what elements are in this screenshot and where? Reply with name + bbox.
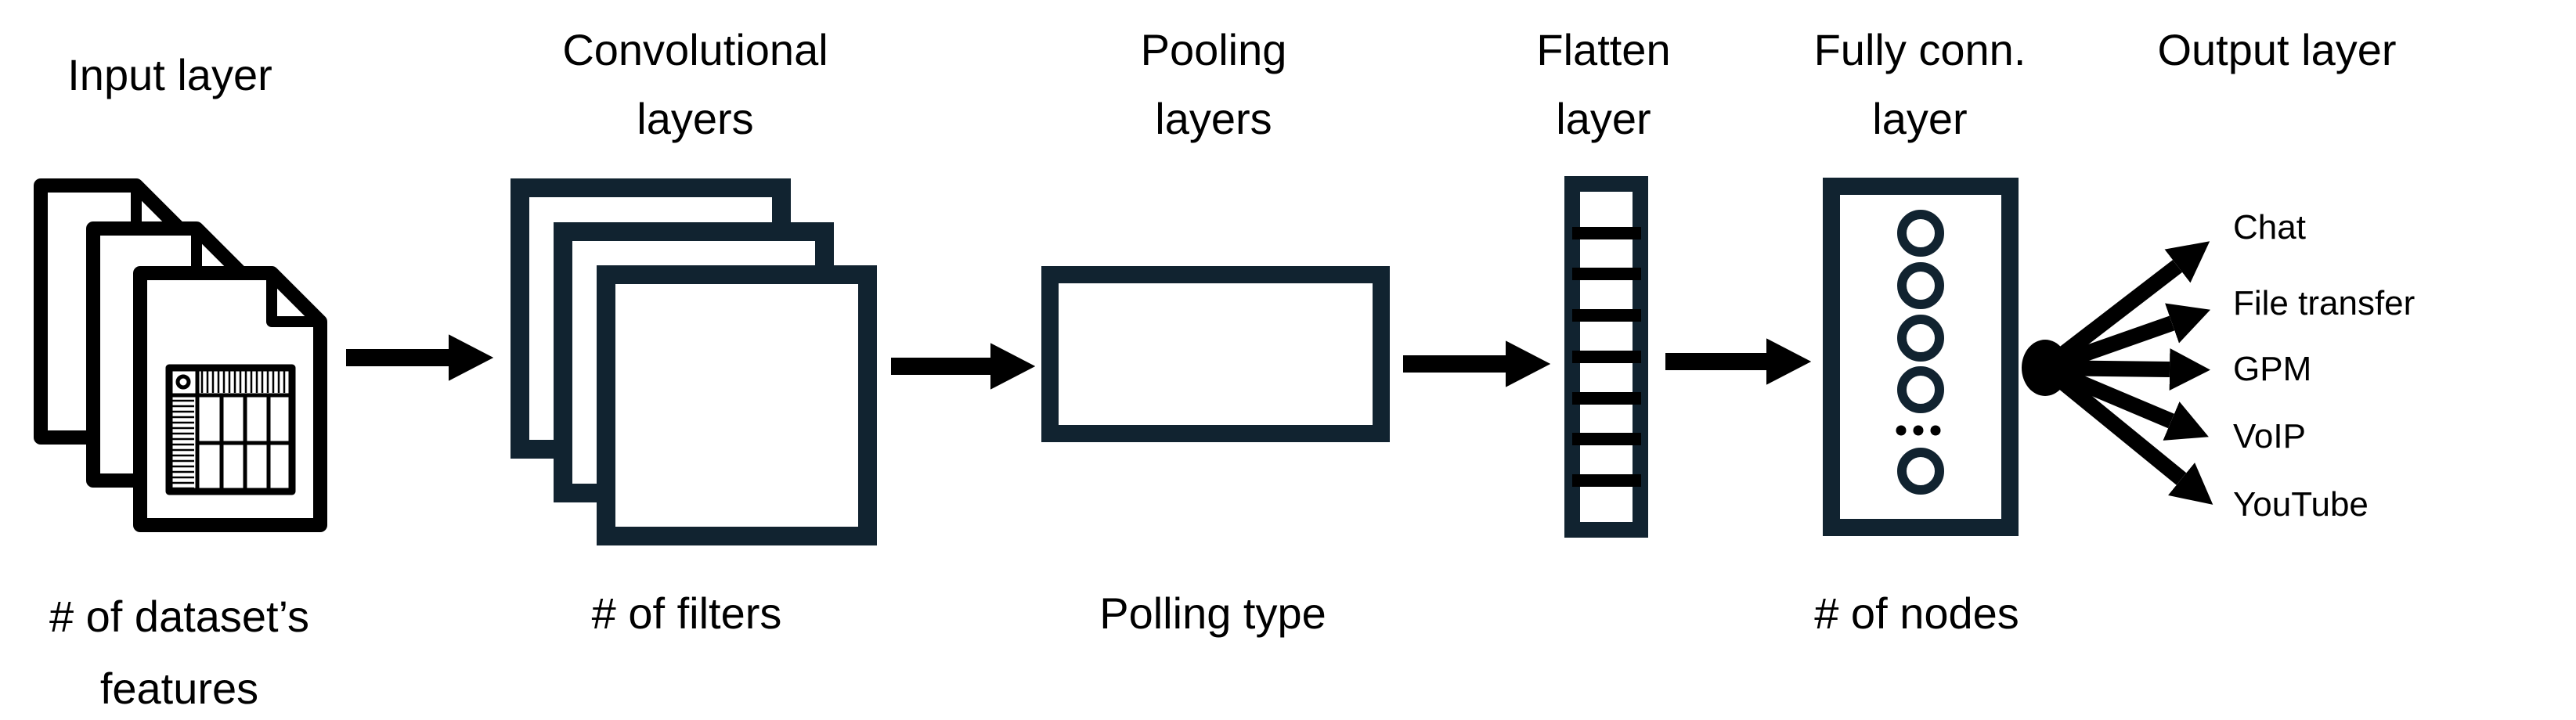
stage-title-line: Flatten xyxy=(1536,25,1671,74)
nodes-column-icon xyxy=(1823,178,2019,536)
caption-line: # of filters xyxy=(591,589,782,638)
output-class-youtube: YouTube xyxy=(2233,485,2369,524)
stage-title-input: Input layer xyxy=(67,41,272,110)
stage-title-convolutional: Convolutional layers xyxy=(562,16,828,153)
caption-num-filters: # of filters xyxy=(592,578,782,650)
stage-title-output-line: Output layer xyxy=(2157,25,2397,74)
stage-title-line: Pooling xyxy=(1140,25,1287,74)
caption-num-nodes: # of nodes xyxy=(1814,578,2019,650)
output-class-chat: Chat xyxy=(2233,208,2306,247)
stage-title-flatten: Flatten layer xyxy=(1536,16,1670,153)
output-arrow-chat xyxy=(2040,241,2210,374)
stage-title-pooling: Pooling layers xyxy=(1141,16,1287,153)
stage-title-line: layer xyxy=(1872,94,1968,143)
stage-title-fully-connected: Fully conn. layer xyxy=(1814,16,2026,153)
stacked-squares-icon xyxy=(511,178,877,545)
caption-dataset-features: # of dataset’s features xyxy=(49,581,309,720)
stage-title-line: layers xyxy=(637,94,754,143)
caption-polling-type: Polling type xyxy=(1099,578,1326,650)
stage-title-line: Fully conn. xyxy=(1813,25,2026,74)
fan-origin-dot xyxy=(2022,340,2069,396)
stage-title-line: layers xyxy=(1155,94,1272,143)
caption-line: # of dataset’s xyxy=(49,592,310,641)
document-stack-icon xyxy=(34,178,327,532)
output-class-file-transfer: File transfer xyxy=(2233,284,2415,322)
stage-title-output: Output layer xyxy=(2157,16,2396,85)
wide-rectangle-icon xyxy=(1041,266,1390,442)
stage-title-line: layer xyxy=(1556,94,1651,143)
ellipsis-dots-icon xyxy=(1896,425,1941,436)
caption-line: Polling type xyxy=(1099,589,1326,638)
segmented-bar-icon xyxy=(1564,176,1648,538)
output-class-voip: VoIP xyxy=(2233,417,2306,455)
spreadsheet-icon xyxy=(165,364,296,495)
caption-line: # of nodes xyxy=(1814,589,2019,638)
stage-title-input-line: Input layer xyxy=(67,50,272,99)
output-arrow-youtube xyxy=(2040,362,2213,505)
stage-title-line: Convolutional xyxy=(562,25,828,74)
output-class-gpm: GPM xyxy=(2233,350,2312,388)
caption-line: features xyxy=(99,664,259,713)
